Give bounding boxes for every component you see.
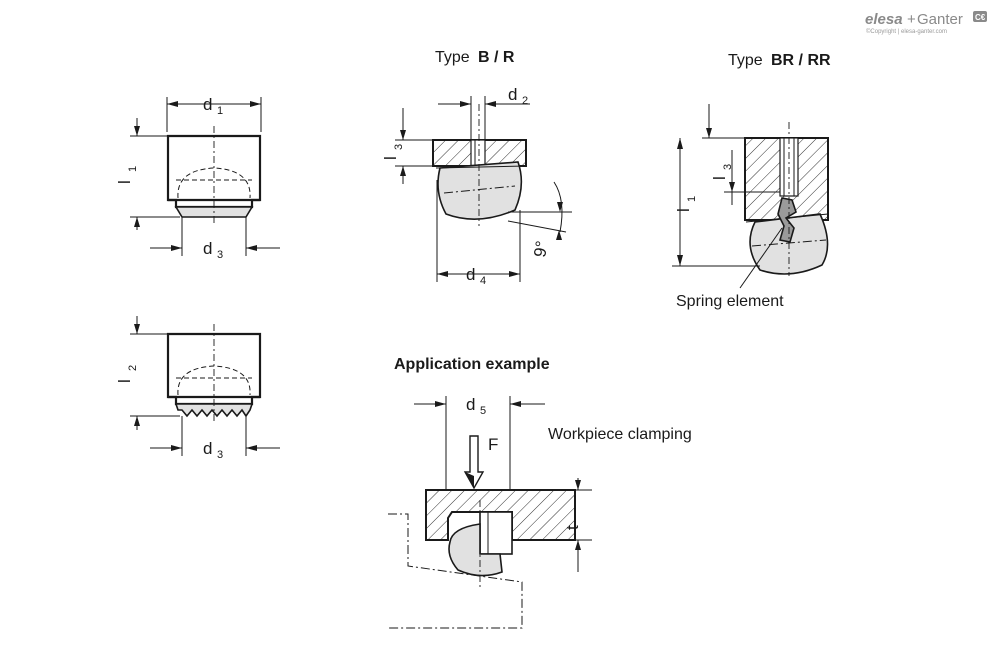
brand-logo: elesa + Ganter ©Copyright | elesa-ganter… [865,11,987,35]
dim-d2-sub: 2 [522,95,528,107]
dim-angle-label: 9° [530,239,552,258]
title-type-br-bold: BR / RR [771,52,831,69]
dim-l1-sub: 1 [127,166,139,172]
dim-l2-label: l [115,379,134,383]
dim-l3-br-sub: 3 [722,164,734,170]
spring-element-label: Spring element [676,293,784,310]
dim-l1-br-sub: 1 [686,196,698,202]
view-standard-smooth: d 1 l 1 d 3 [115,95,280,261]
title-type-b-prefix: Type [435,49,470,66]
dim-d4-label: d [466,265,475,284]
force-label: F [488,435,498,454]
dim-d1-label: d [203,95,212,114]
dim-d4-sub: 4 [480,275,486,287]
dim-d1-sub: 1 [217,105,223,117]
view-type-br-rr: Type BR / RR l 3 l 1 Spring ele [672,52,831,310]
dim-l3-br-label: l [710,176,729,180]
workpiece-clamping-label: Workpiece clamping [548,426,692,443]
spring-element-icon [777,197,797,243]
title-application-example: Application example [394,356,550,373]
dim-l1-label: l [115,180,134,184]
dim-l3-b-sub: 3 [393,144,405,150]
dim-d5-sub: 5 [480,405,486,417]
dim-l2-sub: 2 [127,365,139,371]
logo-plus-text: + [907,11,916,28]
view-standard-serrated: l 2 d 3 [115,316,280,461]
dim-d3-top-sub: 3 [217,249,223,261]
dim-d2-label: d [508,85,517,104]
logo-copyright: ©Copyright | elesa-ganter.com [866,28,947,35]
title-type-br-prefix: Type [728,52,763,69]
dim-d3-top-label: d [203,239,212,258]
dim-l1-br-label: l [674,208,693,212]
logo-ganter-text: Ganter [917,11,963,28]
ce-mark-icon [973,11,987,22]
logo-elesa-text: elesa [865,11,903,28]
view-type-b-r: Type B / R d 2 l 3 d [381,49,572,287]
dim-d3-bottom-label: d [203,439,212,458]
dim-t-label: t [563,525,582,530]
view-application-example: Application example d 5 Workpiece clampi… [388,356,692,629]
ce-mark-text: C€ [975,13,986,22]
dim-l3-b-label: l [381,156,400,160]
title-type-b-bold: B / R [478,49,515,66]
dim-d3-bottom-sub: 3 [217,449,223,461]
dim-d5-label: d [466,395,475,414]
